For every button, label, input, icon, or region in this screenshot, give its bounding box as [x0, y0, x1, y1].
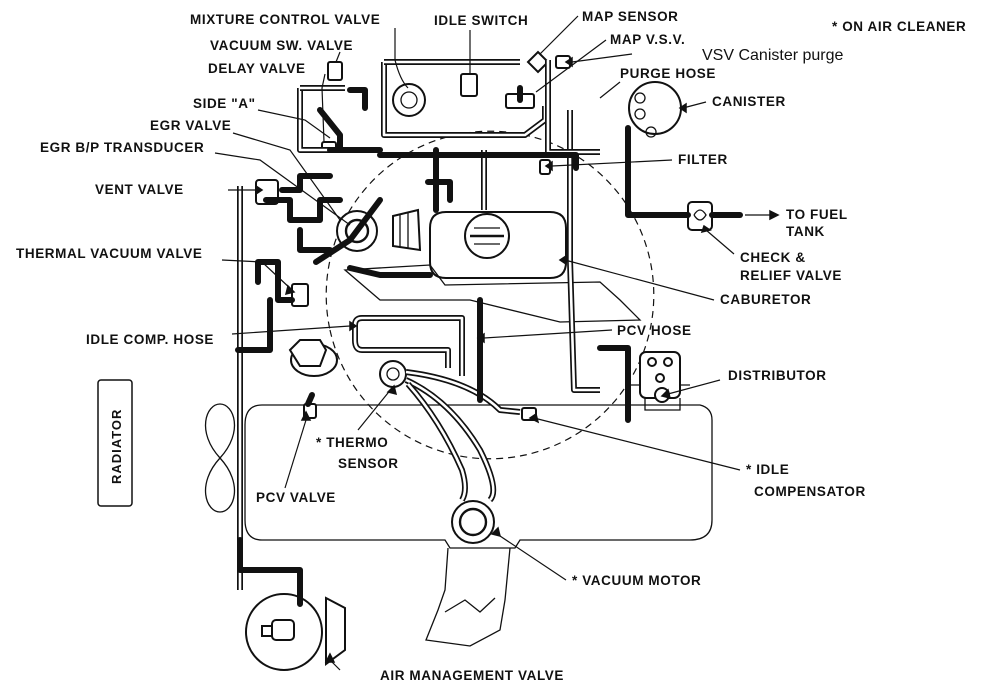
label-thermo-sensor-line1: * THERMO [316, 435, 388, 450]
radiator-label: RADIATOR [109, 409, 124, 484]
air-management-valve-part [245, 593, 346, 671]
label-egr-valve: EGR VALVE [150, 118, 231, 133]
label-thermal-vacuum-valve: THERMAL VACUUM VALVE [16, 246, 203, 261]
label-egr-bp-transducer: EGR B/P TRANSDUCER [40, 140, 204, 155]
cooling-fan [204, 403, 236, 513]
label-map-sensor: MAP SENSOR [582, 9, 679, 24]
distributor-body [630, 351, 690, 411]
canister-part [628, 81, 682, 138]
label-idle-comp-hose: IDLE COMP. HOSE [86, 332, 214, 347]
label-air-management-valve: AIR MANAGEMENT VALVE [380, 668, 564, 683]
label-vent-valve: VENT VALVE [95, 182, 184, 197]
label-vacuum-motor: * VACUUM MOTOR [572, 573, 701, 588]
label-check-relief-line2: RELIEF VALVE [740, 268, 842, 283]
label-map-vsv: MAP V.S.V. [610, 32, 685, 47]
label-vsv-canister-purge: VSV Canister purge [702, 47, 844, 64]
oil-filler-cap [288, 339, 338, 377]
arrowheads [255, 56, 780, 663]
engine-block-outline [244, 404, 713, 549]
radiator-box [97, 379, 133, 507]
labels: MIXTURE CONTROL VALVE VACUUM SW. VALVE D… [16, 9, 966, 683]
thermal-vacuum-valve-part [291, 283, 309, 307]
vacuum-motor-part [451, 500, 495, 544]
label-canister: CANISTER [712, 94, 786, 109]
label-pcv-hose: PCV HOSE [617, 323, 692, 338]
label-on-air-cleaner: * ON AIR CLEANER [832, 19, 966, 34]
label-filter: FILTER [678, 152, 728, 167]
label-purge-hose: PURGE HOSE [620, 66, 716, 81]
vacuum-sw-valve-part [327, 61, 343, 81]
mixture-control-valve-part [392, 83, 426, 117]
idle-switch-part [460, 73, 478, 97]
air-intake-duct [425, 547, 511, 647]
air-cleaner-outline [325, 130, 655, 460]
label-to-fuel-line1: TO FUEL [786, 207, 848, 222]
label-mixture-control-valve: MIXTURE CONTROL VALVE [190, 12, 380, 27]
label-caburetor: CABURETOR [720, 292, 811, 307]
label-to-fuel-line2: TANK [786, 224, 825, 239]
label-idle-compensator-line1: * IDLE [746, 462, 789, 477]
label-delay-valve: DELAY VALVE [208, 61, 306, 76]
label-check-relief-line1: CHECK & [740, 250, 806, 265]
label-distributor: DISTRIBUTOR [728, 368, 827, 383]
radiator: RADIATOR [97, 379, 133, 507]
leader-lines [214, 15, 770, 671]
check-relief-valve-part [687, 201, 713, 231]
vacuum-hoses [235, 59, 743, 607]
egr-valve-part [336, 208, 422, 252]
label-vacuum-sw-valve: VACUUM SW. VALVE [210, 38, 353, 53]
thermo-sensor-part [379, 360, 407, 388]
label-pcv-valve: PCV VALVE [256, 490, 336, 505]
label-idle-switch: IDLE SWITCH [434, 13, 528, 28]
intake-manifold [343, 264, 642, 323]
label-idle-compensator-line2: COMPENSATOR [754, 484, 866, 499]
label-side-a: SIDE "A" [193, 96, 256, 111]
label-thermo-sensor-line2: SENSOR [338, 456, 399, 471]
